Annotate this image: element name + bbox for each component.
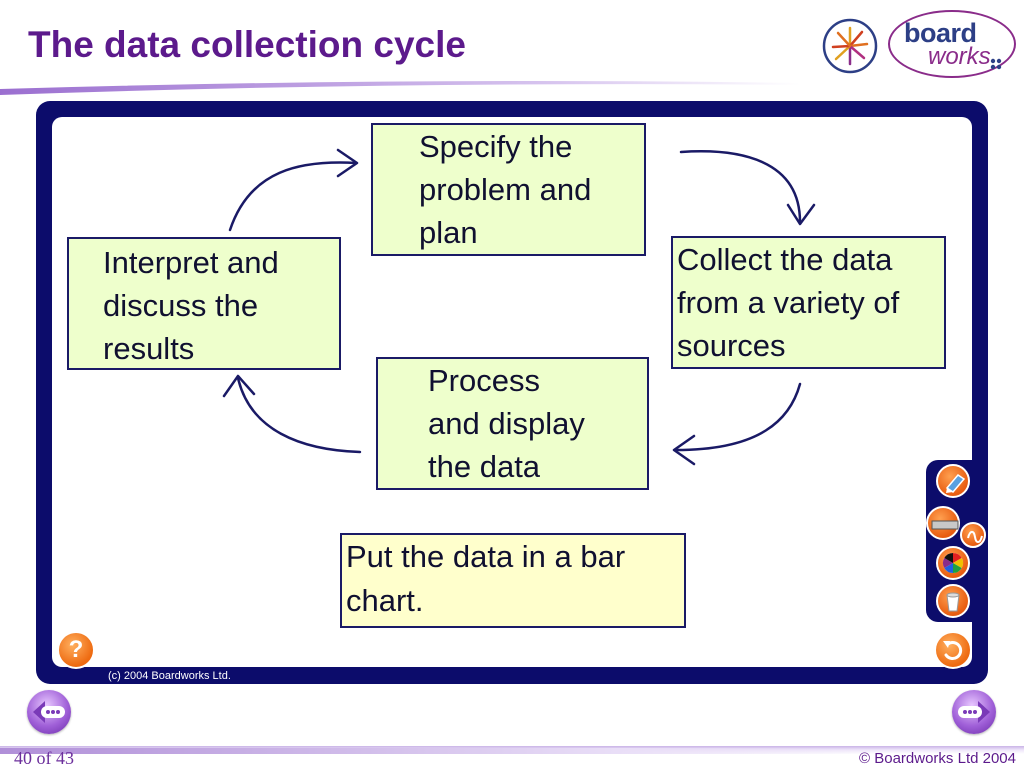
drawing-toolbar: [926, 460, 986, 622]
task-note[interactable]: Put the data in a bar chart.: [340, 533, 686, 628]
wave-tool-button[interactable]: [960, 522, 986, 548]
step-interpret-line-2: discuss the: [103, 288, 259, 323]
task-note-line-2: chart.: [346, 583, 424, 618]
step-specify-problem[interactable]: Specify the problem and plan: [371, 123, 646, 256]
task-note-line-1: Put the data in a bar: [346, 539, 626, 574]
wordmark-top: board: [904, 18, 977, 48]
step-specify-line-2: problem and: [419, 172, 592, 207]
step-collect-line-3: sources: [677, 328, 786, 363]
trash-tool-button[interactable]: [936, 584, 970, 618]
step-collect-line-2: from a variety of: [677, 285, 900, 320]
previous-slide-icon: [33, 701, 65, 723]
next-slide-button[interactable]: [952, 690, 996, 734]
activity-copyright: (c) 2004 Boardworks Ltd.: [108, 670, 231, 682]
step-process-display[interactable]: Process and display the data: [376, 357, 649, 490]
trash-icon: [946, 592, 960, 612]
help-button[interactable]: ?: [57, 631, 95, 669]
color-wheel-tool-button[interactable]: [936, 546, 970, 580]
step-process-line-2: and display: [428, 406, 585, 441]
wordmark-dots-icon: [990, 58, 1002, 70]
return-arrow-icon: [943, 641, 963, 660]
pen-eraser-tool-button[interactable]: [936, 464, 970, 498]
step-collect-data[interactable]: Collect the data from a variety of sourc…: [671, 236, 946, 369]
step-interpret-line-3: results: [103, 331, 195, 366]
step-process-line-1: Process: [428, 363, 540, 398]
step-process-line-3: the data: [428, 449, 541, 484]
footer-stripe: [0, 748, 880, 754]
boardworks-wheel-logo: [822, 18, 878, 74]
step-interpret-line-1: Interpret and: [103, 245, 279, 280]
page-indicator: 40 of 43: [14, 748, 74, 768]
boardworks-wordmark-logo: board works: [888, 10, 1016, 78]
color-wheel-icon: [942, 552, 964, 574]
footer-bar: [0, 746, 1024, 768]
return-button[interactable]: [934, 631, 972, 669]
step-specify-line-1: Specify the: [419, 129, 573, 164]
title-underline: [0, 81, 800, 95]
next-slide-icon: [958, 701, 990, 723]
previous-slide-button[interactable]: [27, 690, 71, 734]
footer-copyright: © Boardworks Ltd 2004: [859, 750, 1016, 767]
ruler-tool-button[interactable]: [926, 506, 960, 540]
pen-eraser-icon: [945, 474, 966, 493]
slide-title: The data collection cycle: [28, 24, 466, 65]
step-interpret-results[interactable]: Interpret and discuss the results: [67, 237, 341, 370]
wordmark-bottom: works: [928, 43, 991, 70]
step-collect-line-1: Collect the data: [677, 242, 893, 277]
ruler-icon: [931, 520, 959, 530]
step-specify-line-3: plan: [419, 215, 478, 250]
wave-icon: [967, 530, 983, 544]
